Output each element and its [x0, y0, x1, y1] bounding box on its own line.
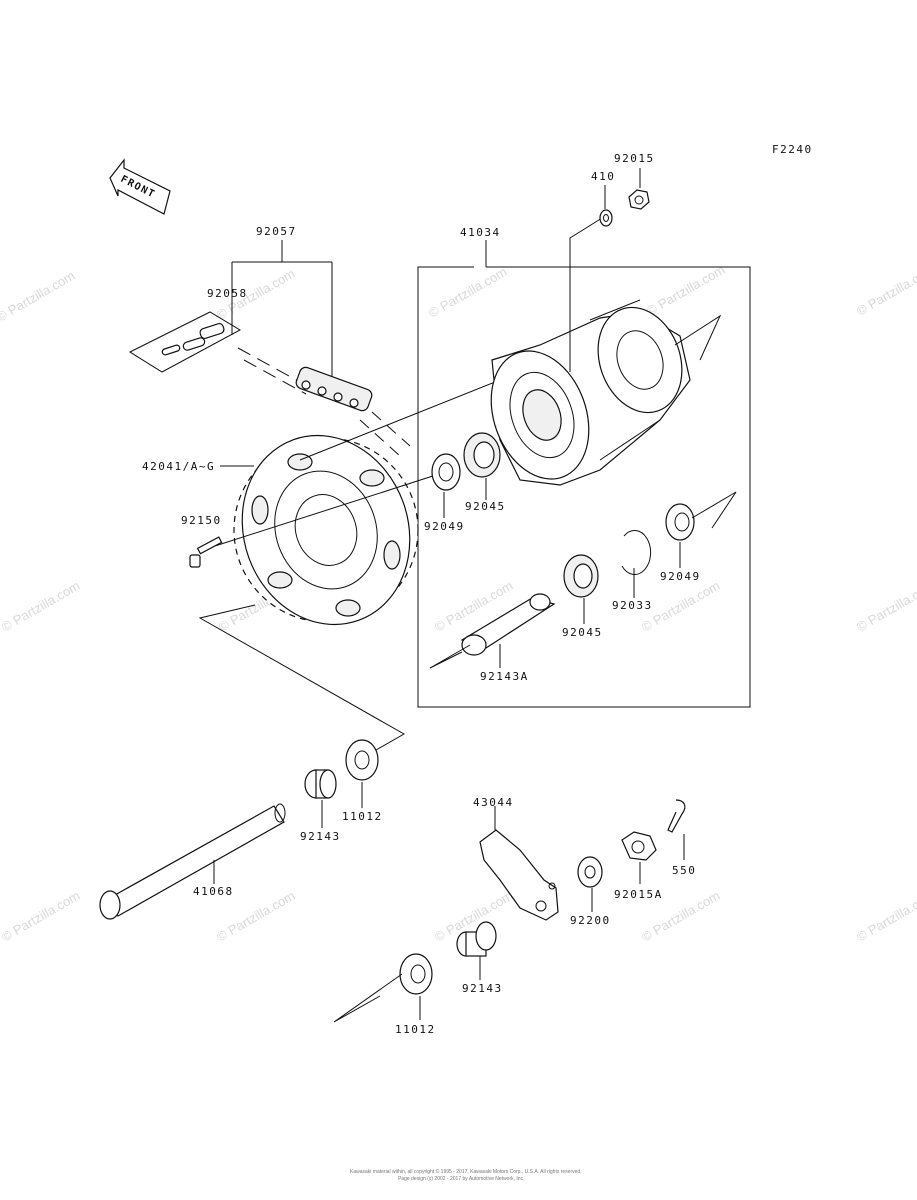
bearing-upper [463, 432, 501, 478]
rear-axle [99, 803, 286, 920]
leader-collar-lower [333, 973, 403, 1023]
callout-11012-upper: 11012 [342, 810, 383, 823]
circlip [621, 529, 652, 575]
callout-92015a: 92015A [614, 888, 663, 901]
watermark: © Partzilla.com [644, 262, 727, 319]
callout-550: 550 [672, 864, 696, 877]
axle-nut-top [628, 189, 650, 210]
bearing-lower [563, 554, 599, 598]
leader-410 [569, 217, 603, 372]
chain-adjuster [479, 829, 559, 921]
oil-seal-right [665, 503, 695, 541]
callout-92045-lower: 92045 [562, 626, 603, 639]
watermark: © Partzilla.com [426, 264, 509, 321]
callout-41034: 41034 [460, 226, 501, 239]
callout-43044: 43044 [473, 796, 514, 809]
hub-assembly-box [417, 240, 751, 708]
callout-92015: 92015 [614, 152, 655, 165]
leader-spacer [429, 644, 471, 669]
callout-92057: 92057 [256, 225, 297, 238]
callout-92033: 92033 [612, 599, 653, 612]
callout-11012-lower: 11012 [395, 1023, 436, 1036]
callout-92058: 92058 [207, 287, 248, 300]
watermark: © Partzilla.com [0, 888, 82, 945]
callout-42041: 42041/A~G [142, 460, 215, 473]
watermark: © Partzilla.com [854, 262, 917, 319]
watermark: © Partzilla.com [0, 578, 82, 635]
sprocket-bolt [189, 536, 223, 568]
callout-92045-upper: 92045 [465, 500, 506, 513]
callout-410: 410 [591, 170, 615, 183]
front-arrow-icon: FRONT [109, 158, 171, 215]
callout-92143a: 92143A [480, 670, 529, 683]
callout-labels: 92015 410 41034 92057 92058 42041/A~G 92… [142, 152, 701, 1036]
callout-92143-lower: 92143 [462, 982, 503, 995]
callout-92143-upper: 92143 [300, 830, 341, 843]
callout-92200: 92200 [570, 914, 611, 927]
axis-line-bolt [214, 474, 437, 547]
washer-92200 [577, 856, 603, 888]
leader-sprocket-lower [198, 604, 406, 751]
axle-nut-castle [621, 831, 657, 861]
drive-chain [237, 347, 411, 457]
callout-92049-right: 92049 [660, 570, 701, 583]
oil-seal-left [431, 453, 461, 491]
watermarks: © Partzilla.com © Partzilla.com © Partzi… [0, 262, 917, 945]
washer-410 [599, 209, 613, 227]
watermark: © Partzilla.com [0, 268, 77, 325]
design-credit-line: Page design (c) 2002 - 2017 by Automotiv… [398, 1176, 524, 1182]
chain-bracket [128, 240, 333, 390]
leader-right-seal [691, 491, 737, 529]
spacer-upper [304, 769, 337, 799]
callout-92049-left: 92049 [424, 520, 465, 533]
rear-wheel-hub [490, 299, 691, 486]
cotter-pin [667, 799, 686, 833]
hub-spacer [460, 593, 556, 656]
copyright-line: Kawasaki material within, all copyright … [350, 1168, 582, 1175]
figure-code: F2240 [772, 143, 813, 156]
leader-hub-right [674, 314, 722, 361]
collar-upper [345, 739, 379, 781]
callout-41068: 41068 [193, 885, 234, 898]
spacer-lower [456, 921, 497, 957]
watermark: © Partzilla.com [854, 888, 917, 945]
rear-sprocket [233, 434, 419, 626]
callout-92150: 92150 [181, 514, 222, 527]
watermark: © Partzilla.com [854, 578, 917, 635]
master-link [161, 322, 225, 356]
collar-lower [399, 953, 433, 995]
axis-line-upper [299, 379, 501, 461]
